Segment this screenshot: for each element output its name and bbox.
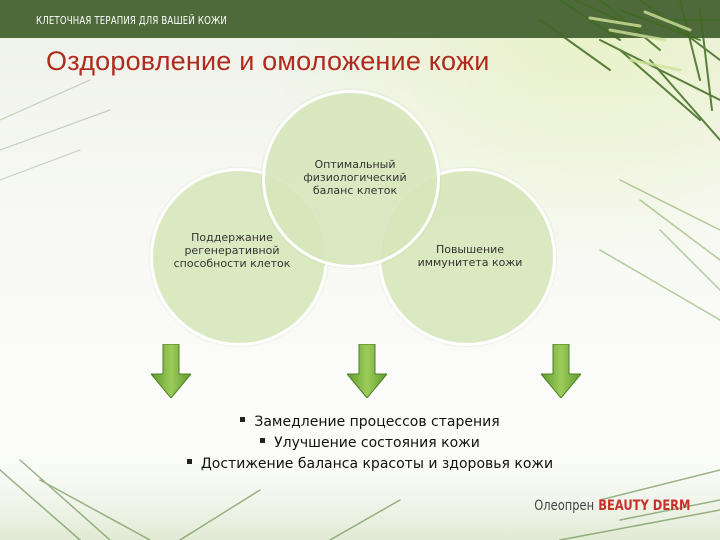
results-list: Замедление процессов старения Улучшение … [150, 412, 590, 475]
bullet-square-icon [187, 459, 192, 464]
circle-immunity-text: Повышение иммунитета кожи [400, 243, 540, 269]
down-arrow-icon [151, 344, 191, 398]
slide-title: Оздоровление и омоложение кожи [46, 46, 490, 77]
brand-name: BEAUTY DERM [598, 498, 690, 514]
down-arrow-icon [541, 344, 581, 398]
result-item-text: Замедление процессов старения [254, 414, 499, 430]
bullet-square-icon [260, 438, 265, 443]
result-item-text: Достижение баланса красоты и здоровья ко… [201, 456, 553, 472]
circle-regeneration-text: Поддержание регенеративной способности к… [162, 231, 302, 270]
down-arrow-icon [347, 344, 387, 398]
bullet-square-icon [240, 417, 245, 422]
result-item: Замедление процессов старения [150, 412, 590, 433]
result-item: Улучшение состояния кожи [150, 433, 590, 454]
result-item-text: Улучшение состояния кожи [274, 435, 480, 451]
result-item: Достижение баланса красоты и здоровья ко… [150, 454, 590, 475]
brand-prefix: Олеопрен [534, 498, 594, 514]
circle-cell-balance-text: Оптимальный физиологический баланс клето… [290, 158, 420, 197]
header-tagline: КЛЕТОЧНАЯ ТЕРАПИЯ ДЛЯ ВАШЕЙ КОЖИ [36, 14, 227, 27]
